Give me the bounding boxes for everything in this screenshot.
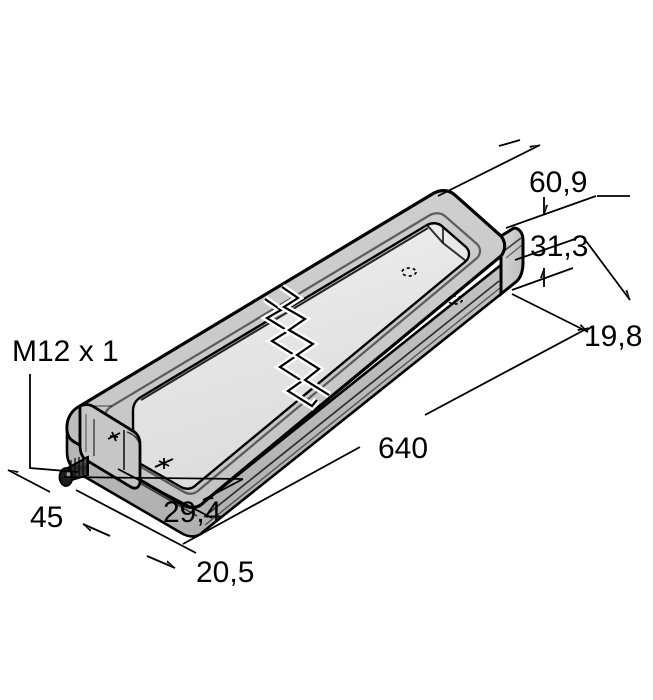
datum-mark-symbols (107, 431, 174, 469)
dim-line-29-4-base (63, 476, 244, 480)
dim-arrow-19-8-lower (511, 293, 589, 333)
right-end-cap-edge2 (505, 244, 523, 259)
label-height-mid: 31,3 (530, 230, 588, 263)
label-offset-left: 45 (30, 501, 63, 534)
dim-arrow-20-5-right (146, 555, 176, 569)
right-end-cap-edge (503, 237, 522, 252)
break-line-right (281, 286, 330, 396)
label-thread: M12 x 1 (12, 335, 119, 368)
left-end-cap-round (126, 431, 141, 446)
dim-ext-20-5-a (75, 489, 197, 554)
dim-ext-60-9 (505, 195, 597, 229)
right-end-cap (498, 226, 525, 298)
dim-ext-20-5-b (117, 468, 213, 519)
mounting-hole (447, 295, 463, 305)
connector-pin-highlight (66, 471, 71, 478)
sensor-housing (58, 189, 525, 538)
housing-flank-line-b (203, 280, 500, 518)
connector-thread-grooves (70, 456, 88, 478)
dim-arrow-29-4 (202, 478, 244, 501)
label-length: 640 (378, 432, 428, 465)
dim-line-640-right (424, 327, 589, 416)
break-line-zigzag (260, 284, 331, 411)
mounting-hole (401, 267, 417, 277)
dim-arrow-45 (7, 469, 51, 493)
mounting-hole-group (401, 267, 463, 305)
label-width-top: 60,9 (529, 166, 587, 199)
label-offset-mid: 29,4 (163, 496, 221, 529)
dim-ext-31-3-lower (511, 267, 574, 291)
housing-flank-line-c (204, 287, 501, 526)
dim-ext-31-3-upper (514, 238, 576, 261)
dim-line-640-left (182, 446, 361, 545)
leader-m12 (29, 374, 79, 473)
dimension-lines (7, 139, 631, 569)
dimension-labels: M12 x 1 60,9 31,3 19,8 640 45 29,4 20,5 (12, 166, 642, 589)
label-depth: 19,8 (584, 320, 642, 353)
dim-arrow-20-5-left (82, 523, 111, 537)
dim-leader-60-9-upper (437, 144, 541, 197)
label-offset-bottom: 20,5 (196, 556, 254, 589)
dim-arrow-19-8-upper (585, 240, 631, 301)
lens-window-far-edge (140, 227, 429, 401)
dim-tick-60-9 (498, 139, 521, 147)
